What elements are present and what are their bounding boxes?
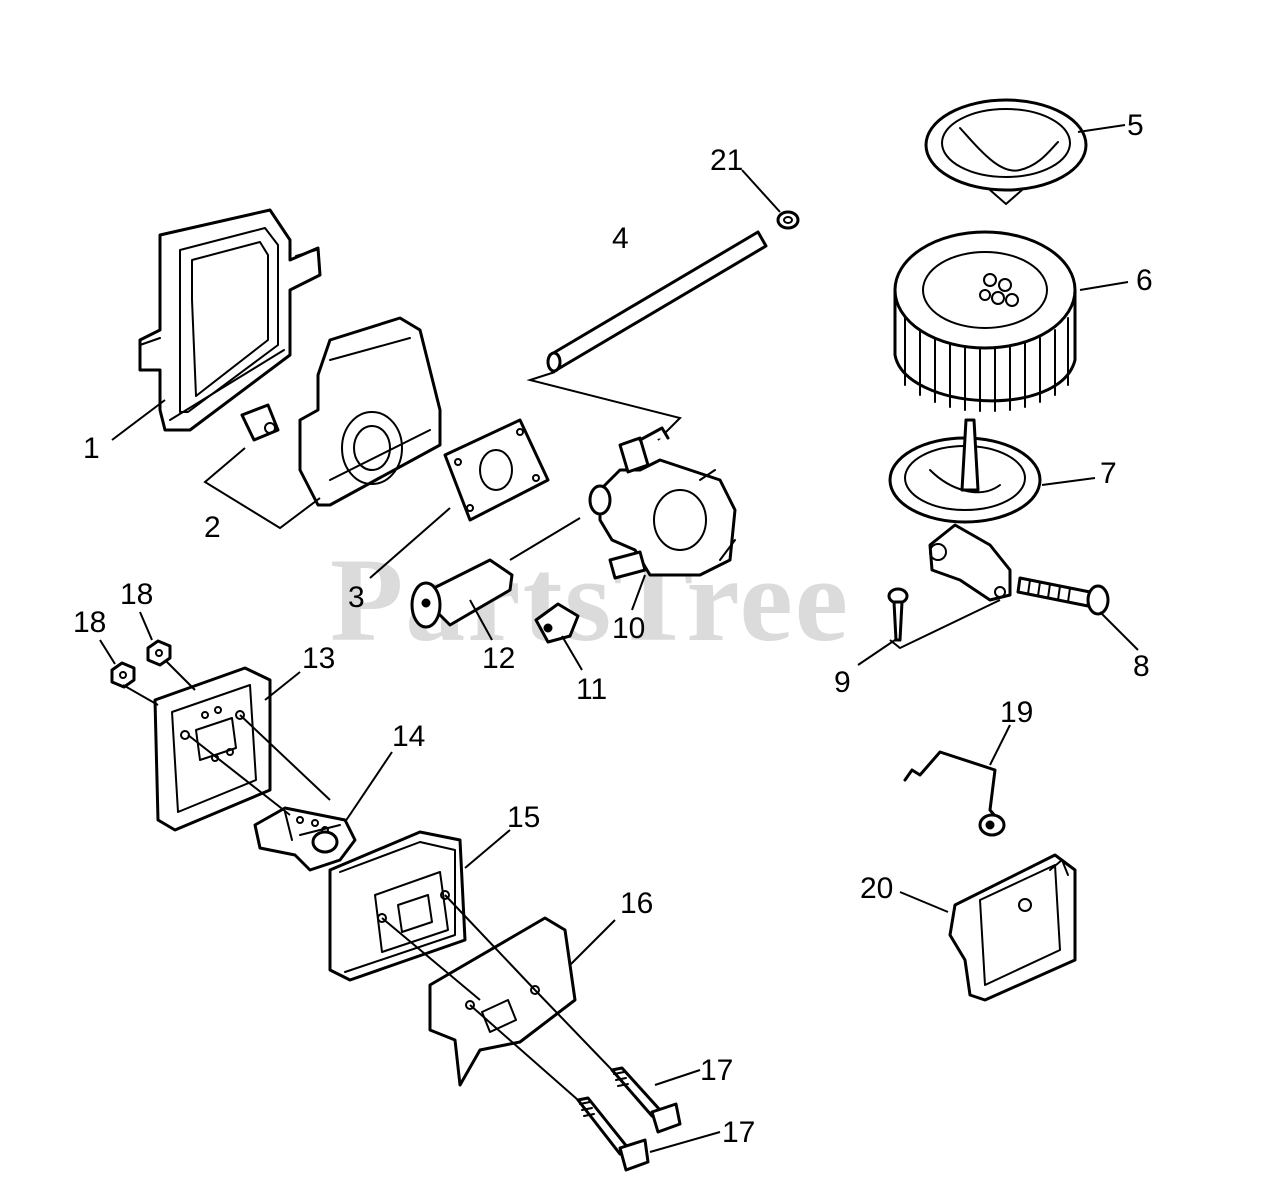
part-12-intake-tube[interactable]	[410, 558, 514, 629]
callout-13: 13	[302, 642, 335, 675]
leader-7	[1041, 477, 1096, 486]
callout-10: 10	[612, 612, 645, 645]
leader-17a	[654, 1069, 701, 1086]
callout-17a: 17	[700, 1054, 733, 1087]
axis-15-16-b	[444, 894, 536, 991]
leader-18b	[139, 611, 153, 641]
callout-8: 8	[1133, 650, 1150, 683]
leader-21	[741, 169, 781, 213]
part-8-bolt[interactable]	[1016, 576, 1110, 616]
watermark-text: PartsTree	[330, 533, 850, 666]
leader-9	[857, 639, 896, 666]
part-7-filter-base[interactable]	[888, 418, 1042, 602]
leader-5	[1077, 124, 1126, 133]
part-17-bolt-a[interactable]	[610, 1066, 682, 1134]
leader-4-bracket	[526, 371, 682, 441]
part-18-nut-b[interactable]	[146, 639, 172, 667]
part-16-gasket-plate[interactable]	[428, 916, 577, 1087]
leader-17b	[649, 1131, 721, 1153]
part-17-bolt-b[interactable]	[576, 1096, 650, 1172]
part-14-insulator[interactable]	[253, 806, 357, 872]
part-13-plate[interactable]	[153, 666, 272, 832]
callout-17b: 17	[722, 1116, 755, 1149]
leader-20	[899, 891, 949, 913]
callout-20: 20	[860, 872, 893, 905]
part-6-air-filter[interactable]	[893, 230, 1077, 412]
part-1-mounting-frame[interactable]	[138, 208, 322, 432]
callout-18a: 18	[73, 606, 106, 639]
callout-3: 3	[348, 581, 365, 614]
leader-15	[464, 829, 511, 869]
filter-pleats	[904, 317, 1069, 412]
leader-9-bracket	[889, 599, 1001, 650]
leader-11	[561, 635, 583, 671]
callout-6: 6	[1136, 264, 1153, 297]
leader-10b	[631, 574, 646, 611]
callout-18b: 18	[120, 578, 153, 611]
axis-16-17-a	[469, 1004, 579, 1101]
callout-15: 15	[507, 801, 540, 834]
part-3-gasket[interactable]	[443, 418, 550, 522]
leader-1	[111, 399, 166, 441]
leader-19	[989, 724, 1011, 766]
part-10-carburetor[interactable]	[588, 426, 737, 580]
leader-6	[1079, 281, 1129, 291]
leader-13	[264, 671, 301, 701]
leader-16	[569, 919, 616, 966]
part-2-fitting[interactable]	[240, 403, 280, 442]
part-2-plate[interactable]	[298, 316, 442, 507]
callout-9: 9	[834, 666, 851, 699]
callout-21: 21	[710, 144, 743, 177]
part-19-wire[interactable]	[903, 750, 1006, 837]
callout-16: 16	[620, 887, 653, 920]
callout-7: 7	[1100, 457, 1117, 490]
leader-3	[369, 507, 451, 579]
axis-18-13-a	[122, 684, 159, 706]
part-18-nut-a[interactable]	[110, 661, 136, 689]
axis-16-17-b	[534, 989, 613, 1071]
part-20-cover[interactable]	[948, 853, 1077, 1002]
leader-18a	[99, 639, 116, 665]
callout-12: 12	[482, 642, 515, 675]
part-15-muffler[interactable]	[328, 830, 467, 982]
part-11-fitting[interactable]	[534, 602, 580, 644]
leader-12	[469, 599, 493, 641]
leader-8	[1099, 611, 1139, 651]
callout-14: 14	[392, 720, 425, 753]
axis-18-13-b	[164, 659, 196, 691]
leader-2	[203, 447, 321, 530]
part-9-screw[interactable]	[887, 587, 909, 642]
callout-2: 2	[204, 511, 221, 544]
axis-14-15	[239, 714, 331, 801]
leader-10	[509, 517, 581, 561]
axis-15-16-a	[381, 917, 481, 1001]
part-21-ring[interactable]	[776, 210, 800, 230]
part-4-tube[interactable]	[546, 230, 768, 373]
callout-4: 4	[612, 222, 629, 255]
part-5-filter-cap[interactable]	[924, 98, 1088, 205]
axis-13-14	[187, 734, 291, 816]
callout-11: 11	[576, 673, 607, 706]
callout-19: 19	[1000, 696, 1033, 729]
leader-14	[344, 751, 393, 823]
callout-5: 5	[1127, 109, 1144, 142]
callout-1: 1	[83, 432, 100, 465]
